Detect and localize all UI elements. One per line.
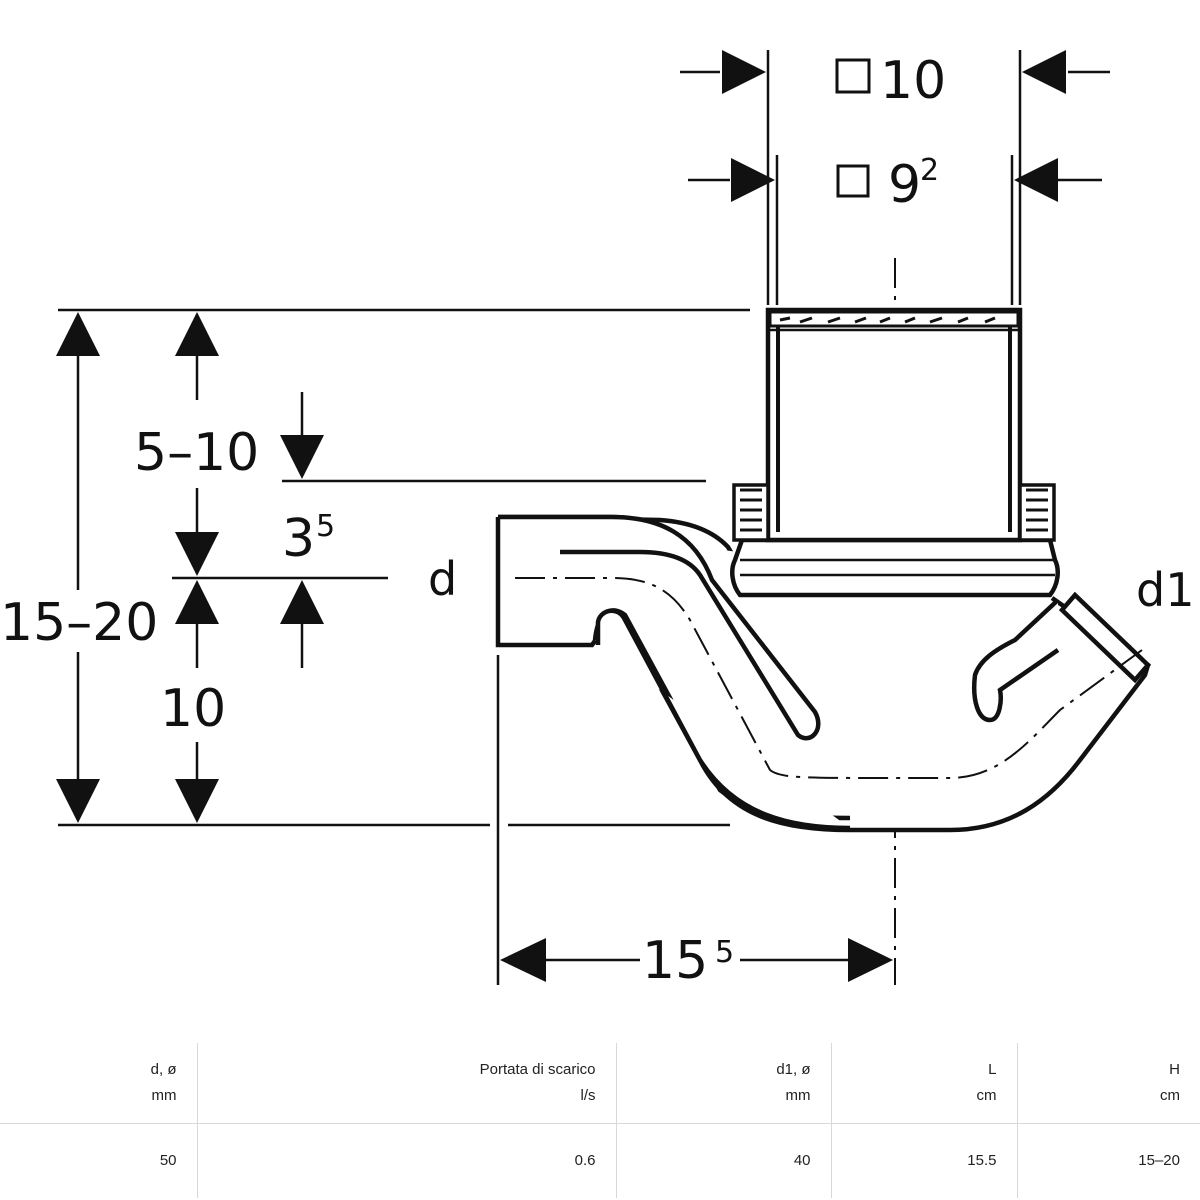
dim-gap-base: 3 xyxy=(282,509,315,569)
arrow-left-icon xyxy=(1022,50,1066,94)
outlet-diameter-label: d1 xyxy=(1136,563,1194,617)
dim-sq-inner-base: 9 xyxy=(888,155,921,215)
arrow-up-icon xyxy=(280,580,324,624)
table-cell: 50 xyxy=(0,1123,198,1198)
technical-drawing: 10 9 2 15–20 5–10 3 5 xyxy=(0,50,1194,991)
dim-length-base: 15 xyxy=(642,931,708,991)
dim-sq-inner-sup: 2 xyxy=(920,153,939,188)
table-row: 50 0.6 40 15.5 15–20 xyxy=(0,1123,1200,1198)
dim-total-height-label: 15–20 xyxy=(0,593,158,653)
table-cell: 15.5 xyxy=(831,1123,1018,1198)
table-cell: 15–20 xyxy=(1138,1152,1180,1170)
dim-adjust-label: 5–10 xyxy=(134,423,259,483)
drain-body xyxy=(495,307,1152,833)
square-symbol-icon xyxy=(836,164,870,198)
clamp-right xyxy=(1018,483,1056,542)
square-symbol-icon xyxy=(835,58,871,94)
arrow-down-icon xyxy=(280,435,324,479)
arrow-left-icon xyxy=(500,938,546,982)
arrow-right-icon xyxy=(722,50,766,94)
dim-lower-height: 10 xyxy=(160,580,226,823)
arrow-down-icon xyxy=(175,532,219,576)
arrow-up-icon xyxy=(175,312,219,356)
clamp-left xyxy=(732,483,770,542)
arrow-down-icon xyxy=(175,779,219,823)
dim-total-height: 15–20 xyxy=(0,312,188,823)
pipe-centerline xyxy=(515,577,1143,779)
dim-lower-label: 10 xyxy=(160,679,226,739)
arrow-left-icon xyxy=(1014,158,1058,202)
table-cell: 40 xyxy=(616,1123,832,1198)
dim-gap: 3 5 xyxy=(280,509,335,668)
arrow-up-icon xyxy=(56,312,100,356)
arrow-right-icon xyxy=(731,158,775,202)
inlet-diameter-label: d xyxy=(428,552,457,606)
dim-length-sup: 5 xyxy=(715,935,734,970)
table-cell: 0.6 xyxy=(197,1123,617,1198)
arrow-up-icon xyxy=(175,580,219,624)
dim-sq-outer-label: 10 xyxy=(880,51,946,111)
arrow-right-icon xyxy=(848,938,893,982)
dim-square-inner: 9 2 xyxy=(688,153,1102,305)
arrow-down-icon xyxy=(56,779,100,823)
dim-square-outer: 10 xyxy=(680,50,1110,305)
dim-adjust-range: 5–10 xyxy=(134,312,324,576)
dim-gap-sup: 5 xyxy=(316,509,335,544)
